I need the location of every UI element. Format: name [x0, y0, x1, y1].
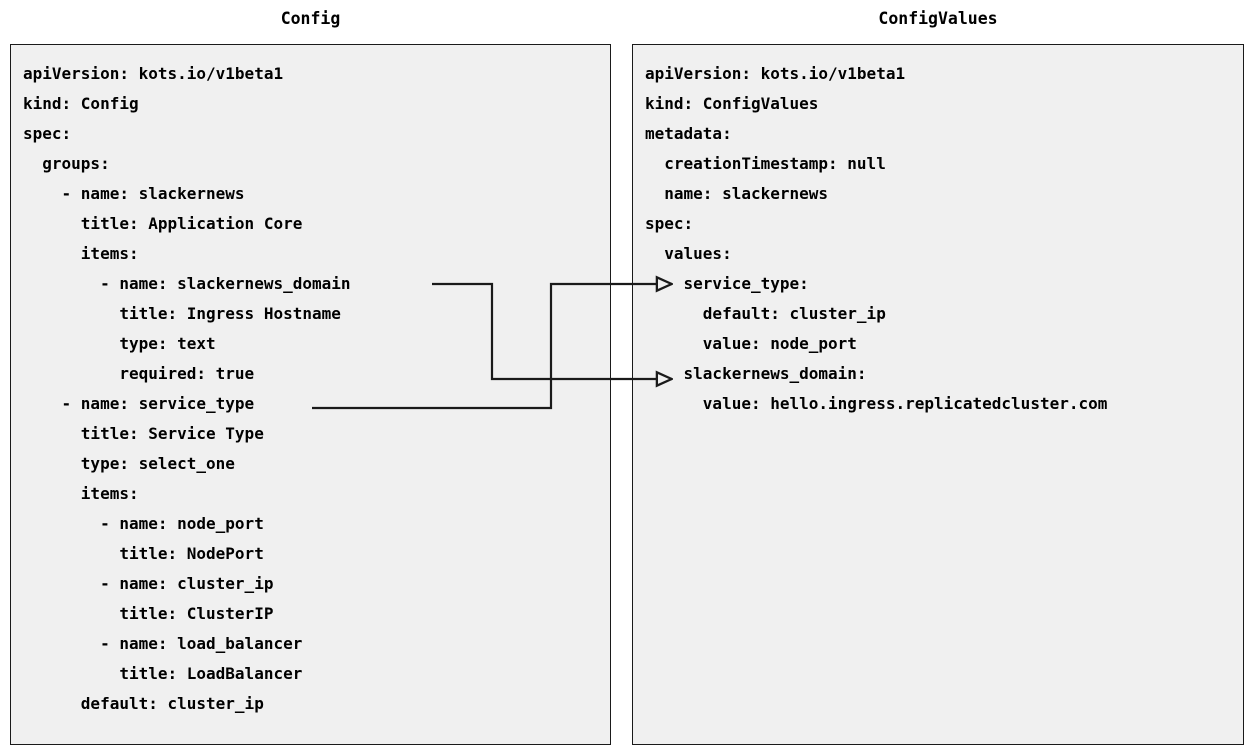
config-panel: apiVersion: kots.io/v1beta1 kind: Config… [10, 44, 611, 745]
configvalues-panel-title: ConfigValues [878, 9, 998, 28]
configvalues-yaml-text: apiVersion: kots.io/v1beta1 kind: Config… [645, 64, 1108, 413]
config-yaml-text: apiVersion: kots.io/v1beta1 kind: Config… [23, 64, 351, 713]
configvalues-panel: apiVersion: kots.io/v1beta1 kind: Config… [632, 44, 1244, 745]
config-panel-title: Config [280, 9, 341, 28]
